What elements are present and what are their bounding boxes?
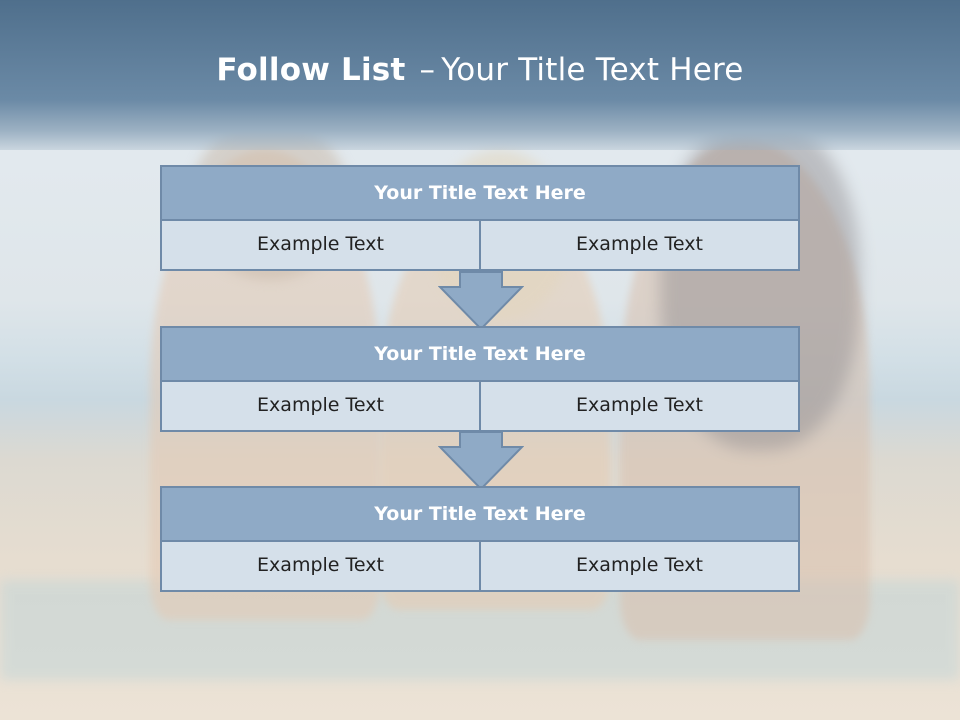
step-cell-left: Example Text — [160, 221, 481, 271]
step-row: Example Text Example Text — [160, 542, 800, 592]
step-box-1: Your Title Text Here Example Text Exampl… — [160, 165, 800, 271]
title-separator: – — [419, 52, 436, 88]
step-row: Example Text Example Text — [160, 221, 800, 271]
down-arrow-icon — [438, 271, 524, 331]
step-box-3: Your Title Text Here Example Text Exampl… — [160, 486, 800, 592]
step-box-2: Your Title Text Here Example Text Exampl… — [160, 326, 800, 432]
step-row: Example Text Example Text — [160, 382, 800, 432]
step-title: Your Title Text Here — [160, 486, 800, 542]
title-bold: Follow List — [216, 52, 406, 88]
slide-title: Follow List–Your Title Text Here — [0, 52, 960, 88]
step-title: Your Title Text Here — [160, 326, 800, 382]
step-cell-right: Example Text — [481, 382, 800, 432]
step-title: Your Title Text Here — [160, 165, 800, 221]
title-rest: Your Title Text Here — [441, 52, 744, 88]
down-arrow-icon — [438, 431, 524, 491]
header-band — [0, 0, 960, 150]
step-cell-right: Example Text — [481, 542, 800, 592]
step-cell-left: Example Text — [160, 382, 481, 432]
step-cell-left: Example Text — [160, 542, 481, 592]
step-cell-right: Example Text — [481, 221, 800, 271]
